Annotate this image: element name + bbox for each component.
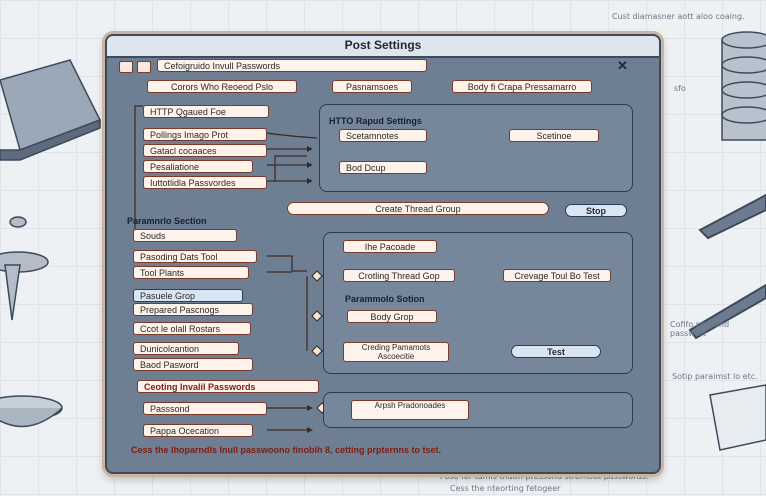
tab-body[interactable]: Body fi Crapa Pressamarro — [452, 80, 592, 93]
http-settings-panel — [319, 104, 633, 192]
list-item-gatacl[interactable]: Gatacl cocaaces — [143, 144, 267, 157]
http-row-1-left[interactable]: Scetamnotes — [339, 129, 427, 142]
background-text-top-right: Cust diamasner aott aloo coaing. — [612, 12, 745, 21]
invalid-panel-item[interactable]: Arpsh Pradonoades — [351, 400, 469, 420]
background-text-bottom-2: Cess the nteorting fetogeer — [450, 484, 561, 493]
stop-button[interactable]: Stop — [565, 204, 627, 217]
list-item-prepared[interactable]: Prepared Pascnogs — [133, 303, 253, 316]
close-icon[interactable]: ✕ — [617, 58, 628, 73]
document-drawing — [709, 384, 766, 451]
background-text-bottom-1: Pose for tamis thatin pressond strerhout… — [440, 472, 649, 481]
list-item-http[interactable]: HTTP Qgaued Foe — [143, 105, 269, 118]
list-item-baod[interactable]: Baod Pasword — [133, 358, 253, 371]
window-button[interactable] — [137, 61, 151, 73]
list-item-pasuele[interactable]: Pasuele Grop — [133, 289, 243, 302]
list-item-pasoding[interactable]: Pasoding Dats Tool — [133, 250, 257, 263]
list-item-pappa[interactable]: Pappa Ocecation — [143, 424, 253, 437]
http-row-1-right[interactable]: Scetinoe — [509, 129, 599, 142]
background-text-right-2: Cofifo psseond passwort — [670, 320, 730, 338]
list-item-ccot[interactable]: Ccot le olall Rostars — [133, 322, 251, 335]
param-row-1[interactable]: Ihe Pacoade — [343, 240, 437, 253]
post-settings-window: Post Settings Cefoigruido Invull Passwor… — [105, 34, 661, 474]
pin-drawing — [0, 216, 49, 321]
create-thread-group-button[interactable]: Create Thread Group — [287, 202, 549, 215]
background-text-right-3: Sotip paraimst lo etc. — [672, 372, 758, 381]
list-item-dunicolcantion[interactable]: Dunicolcantion — [133, 342, 239, 355]
param-row-4[interactable]: Creding Pamamots Ascoecitie — [343, 342, 449, 362]
window-title: Post Settings — [344, 38, 422, 52]
params-section-title: Paramnrlo Section — [127, 216, 207, 226]
list-item-pollings[interactable]: Pollings Imago Prot — [143, 128, 267, 141]
list-item-passsond[interactable]: Passsond — [143, 402, 267, 415]
param-row-2-left[interactable]: Crotling Thread Gop — [343, 269, 455, 282]
test-button[interactable]: Test — [511, 345, 601, 358]
param-section-title: Parammolo Sotion — [345, 294, 425, 304]
http-row-2-left[interactable]: Bod Dcup — [339, 161, 427, 174]
menu-button[interactable] — [119, 61, 133, 73]
path-field[interactable]: Cefoigruido Invull Passwords — [157, 59, 427, 72]
param-row-2-right[interactable]: Crevage Toul Bo Test — [503, 269, 611, 282]
tab-parameters[interactable]: Pasnamsoes — [332, 80, 412, 93]
list-item-pesaliatione[interactable]: Pesaliatione — [143, 160, 253, 173]
param-row-3[interactable]: Body Grop — [347, 310, 437, 323]
list-item-souds[interactable]: Souds — [133, 229, 237, 242]
keyboard-drawing — [0, 59, 102, 161]
list-item-tool-plants[interactable]: Tool Plants — [133, 266, 249, 279]
tab-corors[interactable]: Corors Who Reoeod Pslo — [147, 80, 297, 93]
pen-drawing — [688, 193, 766, 340]
http-settings-title: HTTO Rapud Settings — [329, 116, 422, 126]
background-text-right-1: sfo — [674, 84, 686, 93]
footer-note: Cess the Ihoparndls Inull passwoono fino… — [131, 445, 442, 455]
list-item-passwords[interactable]: Iuttotlidla Passvordes — [143, 176, 267, 189]
bowl-drawing — [0, 395, 63, 428]
invalid-passwords-heading: Ceoting Invalil Passwords — [137, 380, 319, 393]
titlebar: Post Settings — [107, 36, 659, 58]
database-drawing — [721, 31, 766, 141]
